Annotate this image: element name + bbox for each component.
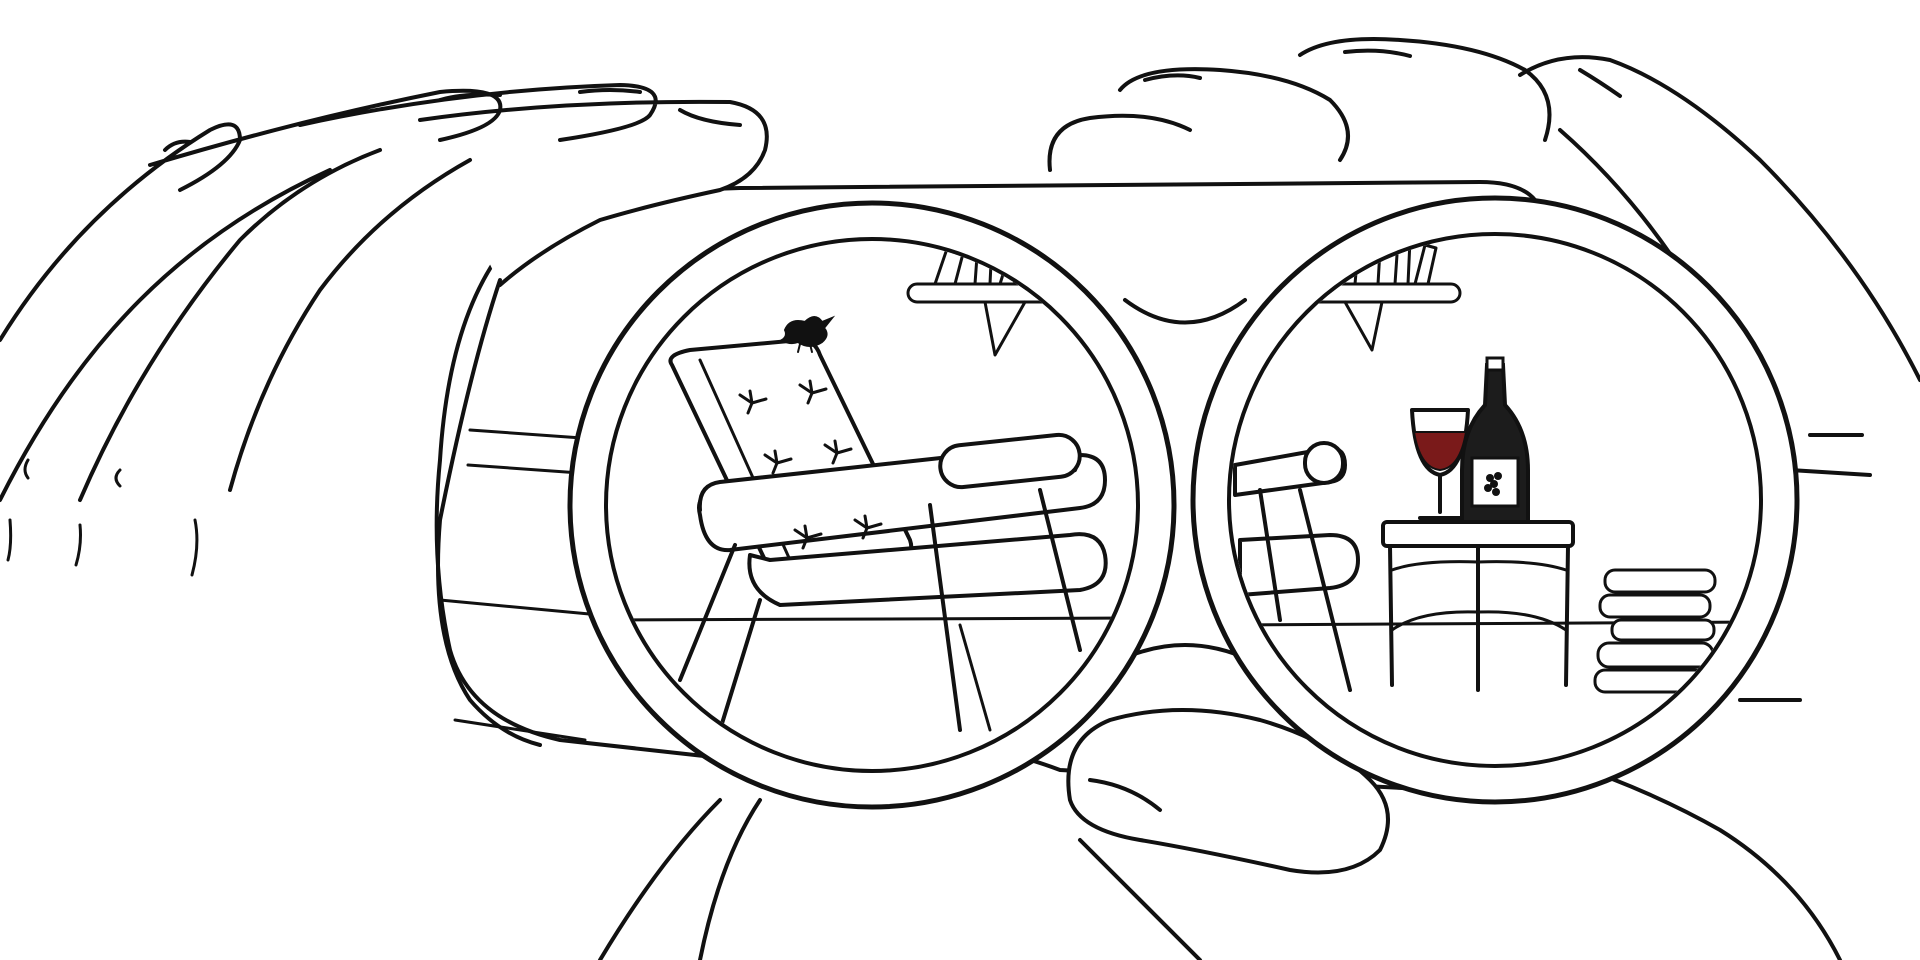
left-lens <box>567 200 1177 810</box>
bottom-hand <box>598 708 1390 960</box>
left-hand <box>0 83 769 747</box>
armchair <box>1233 441 1360 692</box>
armchair <box>668 338 1108 732</box>
book-stack <box>1593 568 1717 694</box>
bird <box>780 315 836 353</box>
wine-glass <box>1410 408 1470 520</box>
right-lens <box>1190 195 1800 805</box>
side-table <box>1381 520 1575 692</box>
wine-bottle <box>1460 356 1530 524</box>
